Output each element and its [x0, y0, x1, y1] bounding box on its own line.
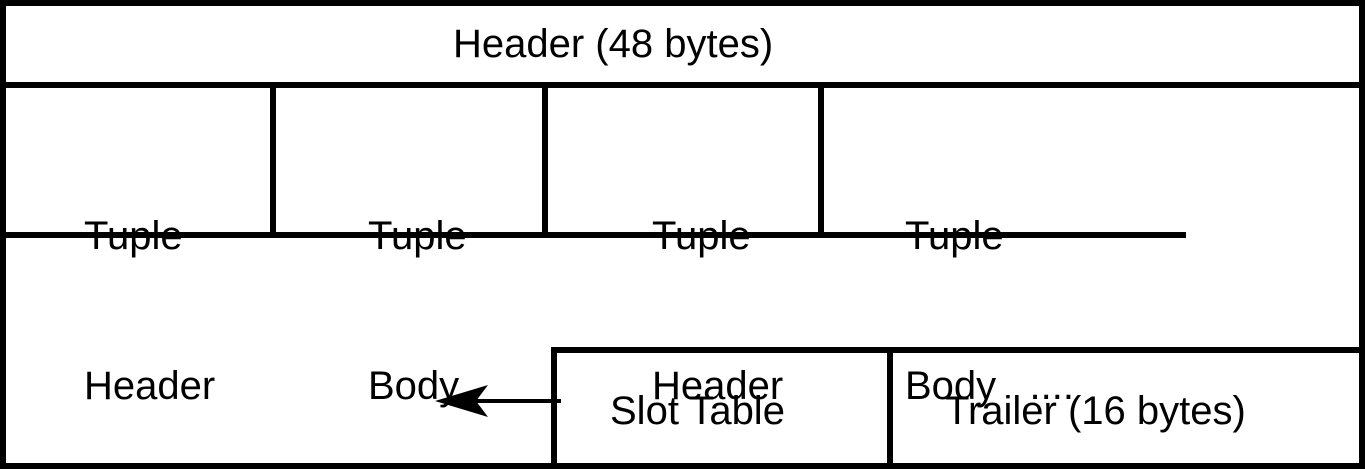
- slot-table-left-line: [551, 347, 557, 469]
- header-divider-line: [0, 82, 1365, 88]
- tuple-body-cell-label: Tuple Body ....: [905, 111, 1074, 469]
- tuple-divider-line-3: [818, 82, 824, 238]
- tuple-cell-line1: Tuple: [652, 214, 751, 258]
- slot-table-top-line: [551, 347, 1365, 353]
- tuple-cell-line1: Tuple: [84, 214, 183, 258]
- tuple-cell-line2: Body ....: [905, 364, 1074, 408]
- tuple-header-cell-label: Tuple Header: [652, 111, 783, 469]
- slot-trailer-divider-line: [887, 347, 893, 469]
- trailer-label: Trailer (16 bytes): [945, 389, 1246, 433]
- tuple-cell-line1: Tuple: [368, 214, 467, 258]
- tuple-divider-line-1: [270, 82, 276, 238]
- tuple-cell-line2: Header: [652, 364, 784, 408]
- left-arrow-icon: [435, 385, 561, 417]
- tuple-divider-line-2: [542, 82, 548, 238]
- page-header-label: Header (48 bytes): [453, 22, 774, 66]
- tuple-cell-line2: Header: [84, 364, 216, 408]
- tuple-row-bottom-line: [0, 232, 1186, 238]
- tuple-body-cell-label: Tuple Body: [368, 111, 467, 469]
- slot-table-label: Slot Table: [610, 389, 785, 433]
- tuple-cell-line1: Tuple: [905, 214, 1004, 258]
- tuple-header-cell-label: Tuple Header: [84, 111, 215, 469]
